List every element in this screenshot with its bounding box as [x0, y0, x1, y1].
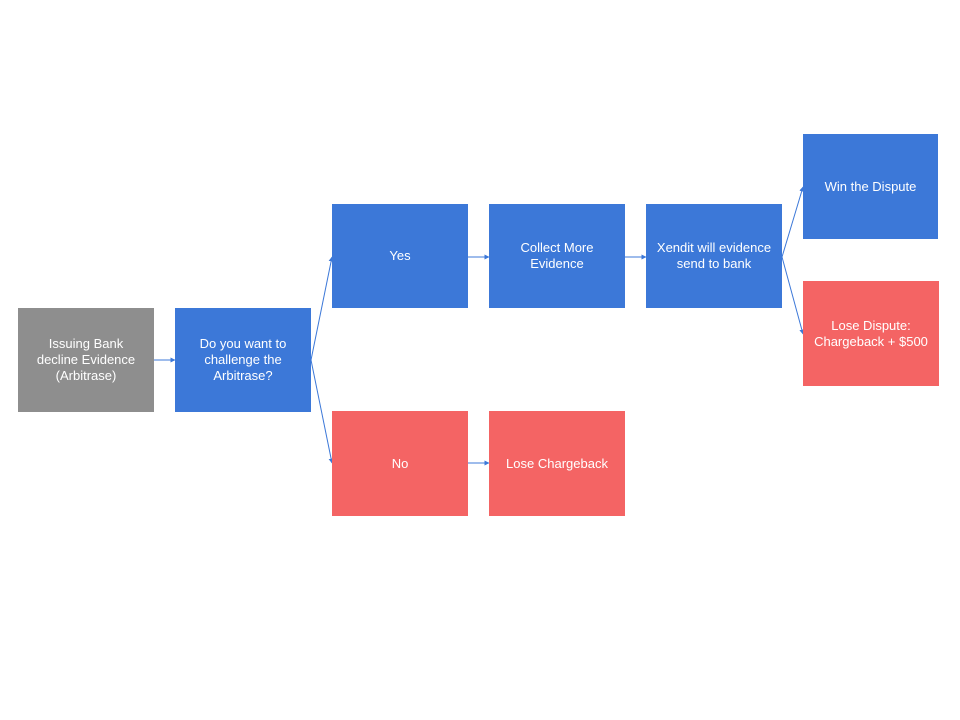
node-challenge-question-label: Do you want to challenge the Arbitrase? — [199, 336, 287, 383]
arrow-xendit-to-win — [781, 186, 805, 258]
node-yes-label: Yes — [389, 248, 411, 263]
arrow-question-to-no — [310, 359, 334, 464]
arrow-xendit-to-lose — [781, 256, 805, 335]
arrow-question-to-yes — [310, 256, 334, 361]
node-no-label: No — [391, 455, 409, 471]
node-win-dispute: Win the Dispute — [803, 134, 938, 239]
node-issuing-bank-decline-label: Issuing Bank decline Evidence (Arbitrase… — [36, 336, 136, 383]
node-collect-more-evidence: Collect More Evidence — [489, 204, 625, 308]
node-lose-dispute: Lose Dispute: Chargeback + $500 — [803, 281, 939, 386]
node-xendit-send-evidence: Xendit will evidence send to bank — [646, 204, 782, 308]
node-lose-chargeback: Lose Chargeback — [489, 411, 625, 516]
node-issuing-bank-decline: Issuing Bank decline Evidence (Arbitrase… — [18, 308, 154, 412]
node-xendit-send-evidence-label: Xendit will evidence send to bank — [656, 240, 772, 271]
node-no: No — [332, 411, 468, 516]
node-win-dispute-label: Win the Dispute — [824, 178, 917, 194]
node-lose-chargeback-label: Lose Chargeback — [506, 455, 608, 471]
node-challenge-question: Do you want to challenge the Arbitrase? — [175, 308, 311, 412]
node-collect-more-evidence-label: Collect More Evidence — [520, 240, 594, 271]
node-lose-dispute-label: Lose Dispute: Chargeback + $500 — [814, 317, 928, 349]
node-yes: Yes — [332, 204, 468, 308]
